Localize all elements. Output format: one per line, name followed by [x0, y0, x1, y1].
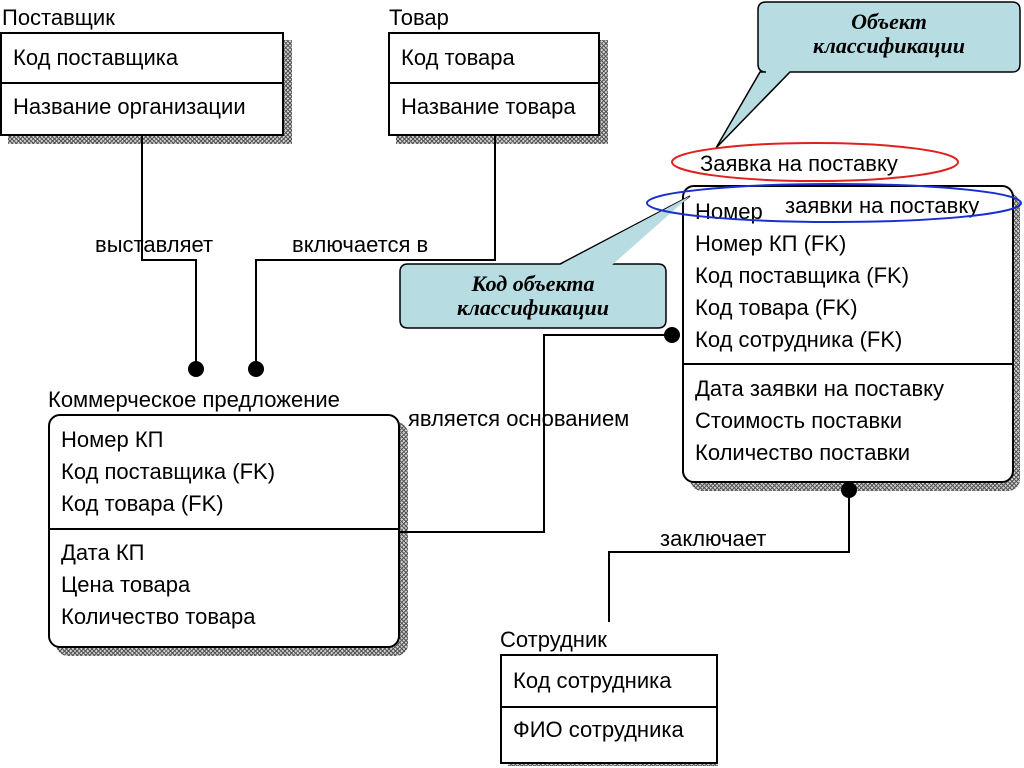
offer-entity[interactable]: Номер КП Код поставщика (FK) Код товара … [48, 414, 400, 648]
product-key-attr: Код товара [401, 45, 515, 70]
offer-divider [50, 528, 398, 530]
supplier-entity[interactable]: Код поставщика Название организации [0, 32, 284, 136]
request-title: Заявка на поставку [700, 151, 898, 176]
product-divider [390, 82, 598, 84]
offer-key-attr: Номер КП [61, 427, 164, 452]
relationship-label-supplier-offer: выставляет [95, 232, 214, 257]
product-entity[interactable]: Код товара Название товара [388, 32, 600, 136]
employee-entity[interactable]: Код сотрудника ФИО сотрудника [500, 654, 718, 764]
request-key-attr-first: Номер заявки на поставку [695, 193, 1012, 228]
employee-attr: ФИО сотрудника [513, 717, 684, 742]
relationship-dot-offer-request [664, 327, 680, 343]
relationship-line-offer-request [400, 334, 672, 533]
request-entity[interactable]: Номер заявки на поставку Номер КП (FK) К… [682, 185, 1014, 483]
relationship-dot-supplier-offer [188, 361, 204, 377]
relationship-line-employee-request [608, 490, 850, 622]
request-key-attr: Код поставщика (FK) [695, 263, 910, 288]
offer-title: Коммерческое предложение [48, 387, 340, 412]
product-title: Товар [389, 5, 449, 30]
relationship-label-employee-request: заключает [660, 526, 767, 551]
callout-code-text: Код объекта классификации [457, 271, 609, 320]
relationship-line-product-offer [255, 136, 496, 368]
request-key-attr: Код товара (FK) [695, 295, 858, 320]
relationship-line-supplier-offer [141, 136, 197, 368]
relationship-label-product-offer: включается в [292, 232, 429, 257]
offer-attr: Количество товара [61, 604, 256, 629]
request-divider [684, 363, 1012, 365]
employee-divider [502, 706, 716, 708]
supplier-attr: Название организации [13, 94, 246, 119]
relationship-label-offer-request: является основанием [408, 406, 630, 431]
request-key-number-rest: заявки на поставку [785, 193, 980, 218]
request-attr: Дата заявки на поставку [695, 376, 945, 401]
employee-title: Сотрудник [500, 627, 607, 652]
offer-key-attr: Код поставщика (FK) [61, 459, 276, 484]
relationship-dot-employee-request [841, 482, 857, 498]
request-attr: Стоимость поставки [695, 408, 903, 433]
callout-object-text: Объект классификации [813, 9, 965, 58]
offer-attr: Дата КП [61, 540, 145, 565]
product-attr: Название товара [401, 94, 576, 119]
request-key-attr: Номер КП (FK) [695, 231, 847, 256]
employee-key-attr: Код сотрудника [513, 668, 672, 693]
supplier-key-attr: Код поставщика [13, 45, 179, 70]
relationship-dot-product-offer [248, 361, 264, 377]
supplier-divider [2, 82, 282, 84]
offer-key-attr: Код товара (FK) [61, 491, 224, 516]
callout-code-pointer [560, 196, 690, 265]
supplier-title: Поставщик [2, 5, 115, 30]
offer-attr: Цена товара [61, 572, 191, 597]
highlight-key-ellipse [646, 183, 1022, 223]
request-attr: Количество поставки [695, 440, 911, 465]
request-key-attr: Код сотрудника (FK) [695, 327, 903, 352]
highlight-entity-name-ellipse [671, 142, 959, 182]
